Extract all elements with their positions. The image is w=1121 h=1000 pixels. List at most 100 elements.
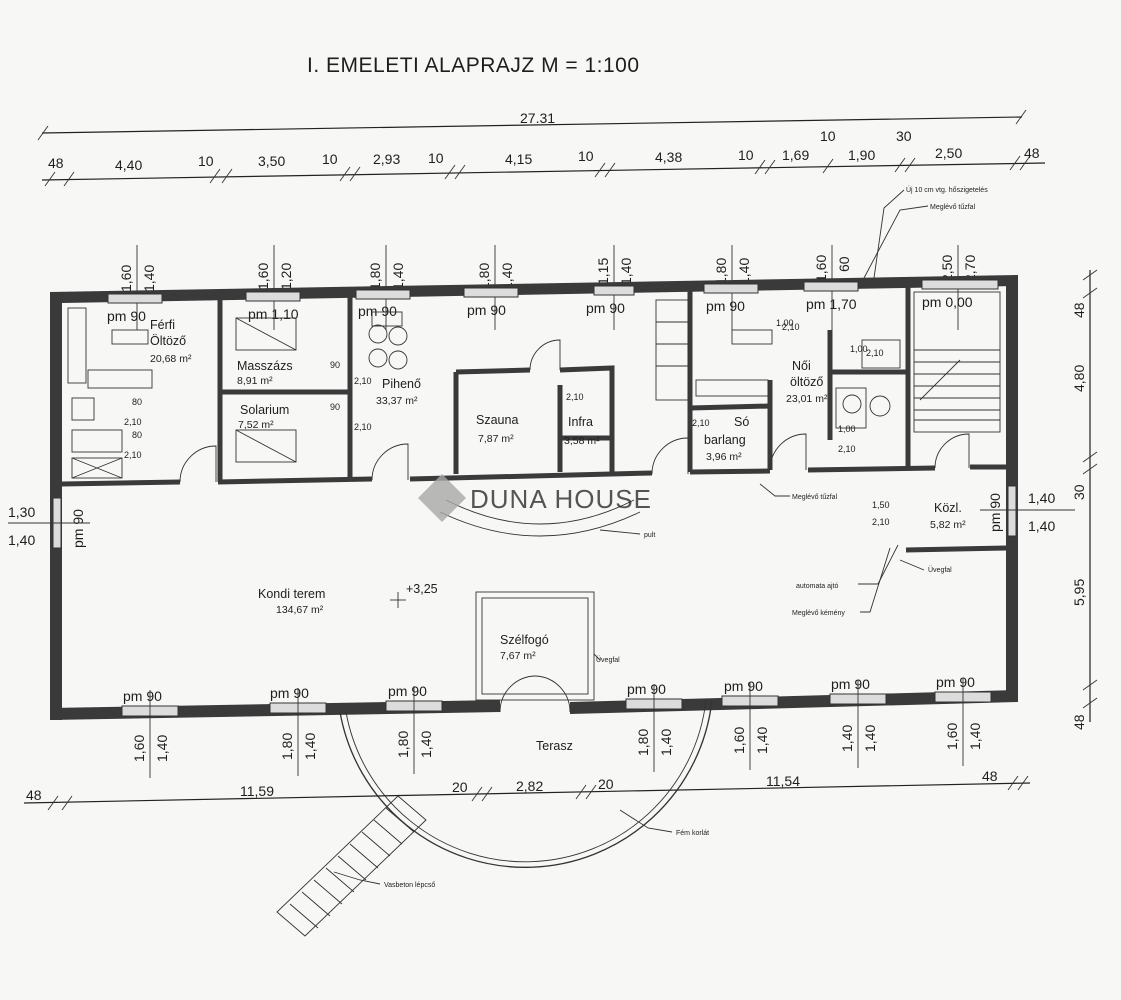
top-pm-3: pm 90 [467,302,506,318]
door-lbl-17: 2,10 [866,348,884,358]
plan-title: I. EMELETI ALAPRAJZ M = 1:100 [307,54,640,77]
interior-walls [61,282,1007,553]
side-pm-left: pm 90 [70,509,86,548]
bottom-pm-4: pm 90 [724,678,763,694]
watermark: DUNA HOUSE [418,474,652,522]
room-terasz-name: Terasz [536,739,573,753]
top-pm-2: pm 90 [358,303,397,319]
door-lbl-2: 90 [330,402,340,412]
door-lbl-7: 2,10 [872,517,890,527]
room-so-name1: Só [734,415,749,429]
door-lbl-15: 2,10 [782,322,800,332]
terrace [339,699,713,868]
dim-top-8: 10 [578,148,594,164]
bot-win-3-h1: 1,80 [635,729,651,756]
top-pm-6: pm 1,70 [806,296,857,312]
dim-top-2: 10 [198,153,214,169]
room-so-area: 3,96 m² [706,451,742,463]
room-infra-name: Infra [568,415,593,429]
dim-overall-text: 27.31 [520,110,555,126]
bot-win-0-h2: 1,40 [154,735,170,762]
dim-right-chain-0: 48 [1071,302,1087,318]
dim-bottom-3: 2,82 [516,778,543,794]
dim-bottom-6: 48 [982,768,998,784]
bot-win-3-h2: 1,40 [658,729,674,756]
bot-win-4-h2: 1,40 [754,727,770,754]
stairs [913,291,1001,433]
room-kondi-area: 134,67 m² [276,604,324,616]
top-win-4-h2: 1,40 [618,258,634,285]
top-win-6-h2: 60 [836,256,852,272]
exterior-stairs [276,795,427,937]
door-lbl-8: 1,00 [838,424,856,434]
note-kemeny: Meglévő kémény [792,610,845,617]
dim-top-4: 10 [322,151,338,167]
door-lbl-6: 1,50 [872,500,890,510]
top-win-3-h2: 1,40 [499,263,515,290]
side-pm-right: pm 90 [987,493,1003,532]
note-vasbeton: Vasbeton lépcső [384,882,435,889]
room-masszazs-name: Masszázs [237,359,293,373]
top-pm-0: pm 90 [107,308,146,324]
bottom-pm-0: pm 90 [123,688,162,704]
bottom-pm-labels: pm 90 pm 90 pm 90 pm 90 pm 90 pm 90 pm 9… [123,674,975,704]
top-win-6-h1: 1,60 [813,255,829,282]
top-win-1-h1: 1,60 [255,263,271,290]
annotations: Új 10 cm vtg. hőszigetelés Meglévő tűzfa… [333,185,988,889]
room-solarium-area: 7,52 m² [238,419,274,431]
room-noi-name1: Női [792,359,811,373]
door-lbl-14: 1,00 [776,318,794,328]
room-kondi-level: +3,25 [406,582,438,596]
bot-win-4-h1: 1,60 [731,727,747,754]
room-szelfogo-name: Szélfogó [500,633,549,647]
door-lbl-0: 90 [330,360,340,370]
door-lbl-5: 2,10 [692,418,710,428]
bottom-pm-1: pm 90 [270,685,309,701]
note-uvegfal1: Üvegfal [928,566,952,574]
door-lbl-16: 1,00 [850,344,868,354]
door-lbl-13: 2,10 [124,450,142,460]
bottom-pm-5: pm 90 [831,676,870,692]
dim-top-0: 48 [48,155,64,171]
bot-win-2-h1: 1,80 [395,731,411,758]
door-lbl-11: 2,10 [124,417,142,427]
top-pm-labels: pm 90 pm 1,10 pm 90 pm 90 pm 90 pm 90 pm… [107,294,973,324]
room-szauna-name: Szauna [476,413,518,427]
top-pm-4: pm 90 [586,300,625,316]
room-so-name2: barlang [704,433,746,447]
top-win-0-h2: 1,40 [141,265,157,292]
room-ferfi-name2: Öltöző [150,334,186,348]
room-noi-name2: öltöző [790,375,823,389]
room-kozl-name: Közl. [934,501,962,515]
dim-left-0: 1,30 [8,504,35,520]
dimension-top-chain: 48 4,40 10 3,50 10 2,93 10 4,15 10 4,38 … [41,128,1046,187]
note-automata: automata ajtó [796,583,839,590]
room-ferfi-name1: Férfi [150,318,175,332]
top-win-5-h2: 1,40 [736,258,752,285]
dim-top-13: 2,50 [935,145,962,161]
bottom-pm-6: pm 90 [936,674,975,690]
bot-win-5-h1: 1,40 [839,725,855,752]
top-win-1-h2: 1,20 [278,263,294,290]
room-infra-area: 3,58 m² [564,435,600,447]
pult-counter [439,511,641,537]
watermark-text: DUNA HOUSE [470,484,652,514]
dim-bottom-2: 20 [452,779,468,795]
dim-top-1: 4,40 [115,157,142,173]
note-top-right1: Új 10 cm vtg. hőszigetelés [906,185,988,194]
top-win-3-h1: 1,80 [476,263,492,290]
dim-bottom-4: 20 [598,776,614,792]
note-meglevo-tuzfal: Meglévő tűzfal [792,494,838,501]
room-labels: Férfi Öltöző 20,68 m² Masszázs 8,91 m² S… [150,318,966,753]
dim-right-chain-1: 4,80 [1071,365,1087,392]
dimension-bottom-chain: 48 11,59 20 2,82 20 11,54 48 [23,768,1031,811]
top-win-5-h1: 1,80 [713,258,729,285]
bottom-pm-3: pm 90 [627,681,666,697]
top-win-2-h1: 1,80 [367,263,383,290]
top-pm-5: pm 90 [706,298,745,314]
bot-win-2-h2: 1,40 [418,731,434,758]
room-piheno-name: Pihenő [382,377,421,391]
room-noi-area: 23,01 m² [786,393,828,405]
top-pm-1: pm 1,10 [248,306,299,322]
